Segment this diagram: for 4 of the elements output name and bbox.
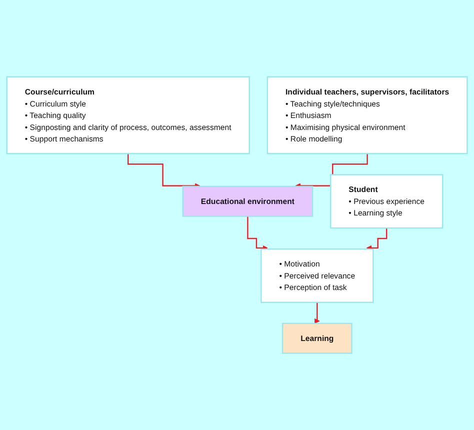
arrow	[247, 216, 268, 251]
arrow	[127, 152, 200, 188]
arrow	[314, 302, 320, 324]
arrow	[366, 227, 388, 251]
